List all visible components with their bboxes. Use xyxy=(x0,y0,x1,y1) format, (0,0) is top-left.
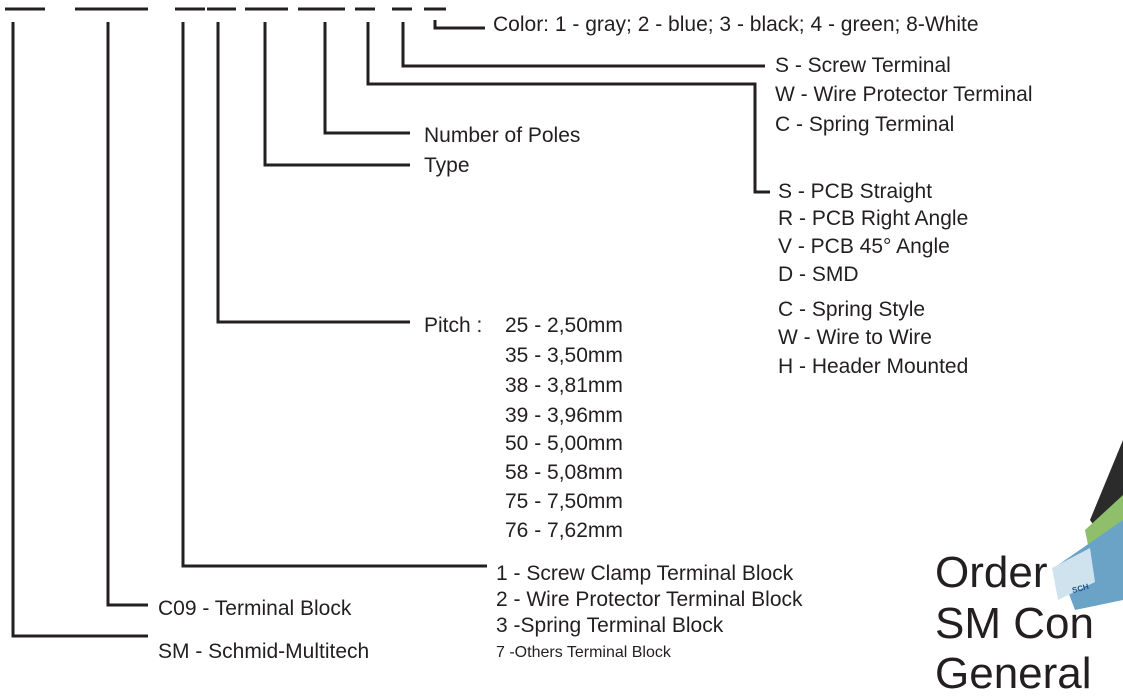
connector-c09 xyxy=(108,22,148,605)
mount-option: D - SMD xyxy=(778,263,859,287)
connector-color xyxy=(435,20,485,28)
block-option: 7 -Others Terminal Block xyxy=(496,641,671,665)
type-label: Type xyxy=(424,154,470,178)
block-option: 2 - Wire Protector Terminal Block xyxy=(496,588,803,612)
order-heading: General xyxy=(935,650,1092,698)
sm-label: SM - Schmid-Multitech xyxy=(158,640,369,664)
color-option: Color: 1 - gray; 2 - blue; 3 - black; 4 … xyxy=(493,13,979,37)
pitch-option: 38 - 3,81mm xyxy=(505,374,623,398)
mount-option: C - Spring Style xyxy=(778,298,925,322)
order-heading: SM Con xyxy=(935,600,1094,648)
c09-label: C09 - Terminal Block xyxy=(158,597,351,621)
connector-type xyxy=(265,22,410,165)
terminal-option: C - Spring Terminal xyxy=(775,113,954,137)
pitch-label: Pitch : xyxy=(424,314,482,338)
mount-option: V - PCB 45° Angle xyxy=(778,235,950,259)
order-heading: Order xyxy=(935,549,1047,597)
pitch-option: 35 - 3,50mm xyxy=(505,344,623,368)
mount-option: R - PCB Right Angle xyxy=(778,207,968,231)
pitch-option: 50 - 5,00mm xyxy=(505,432,623,456)
pitch-option: 39 - 3,96mm xyxy=(505,404,623,428)
connector-sm xyxy=(13,22,148,636)
pitch-option: 76 - 7,62mm xyxy=(505,519,623,543)
block-option: 3 -Spring Terminal Block xyxy=(496,614,723,638)
pitch-option: 25 - 2,50mm xyxy=(505,314,623,338)
mount-option: W - Wire to Wire xyxy=(778,326,932,350)
pitch-option: 58 - 5,08mm xyxy=(505,461,623,485)
connector-pitch xyxy=(218,22,410,322)
pitch-option: 75 - 7,50mm xyxy=(505,490,623,514)
terminal-option: S - Screw Terminal xyxy=(775,54,951,78)
connector-block xyxy=(183,22,487,566)
mount-option: H - Header Mounted xyxy=(778,355,968,379)
block-option: 1 - Screw Clamp Terminal Block xyxy=(496,562,793,586)
mount-option: S - PCB Straight xyxy=(778,180,932,204)
poles-label: Number of Poles xyxy=(424,124,580,148)
terminal-option: W - Wire Protector Terminal xyxy=(775,83,1033,107)
